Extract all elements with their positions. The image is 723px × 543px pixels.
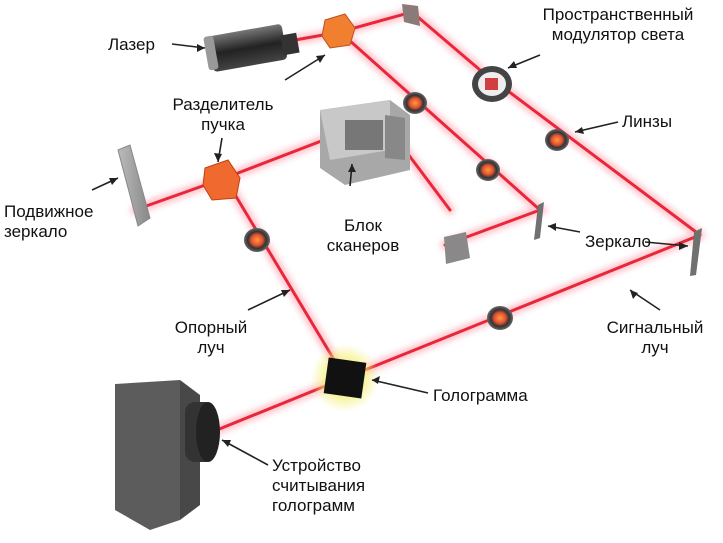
label-hologram: Голограмма: [433, 386, 528, 405]
lens-1: [403, 92, 427, 114]
label-laser: Лазер: [108, 35, 155, 54]
mirror-small-1: [444, 232, 470, 264]
top-beam-splitter: [321, 13, 356, 49]
arrow-hologram: [371, 379, 429, 394]
spatial-light-modulator: [472, 66, 512, 102]
scanner-block: [320, 100, 410, 185]
movable-mirror: [117, 144, 151, 227]
hologram-crystal: [311, 344, 379, 412]
label-slm: Пространственный модулятор света: [542, 5, 694, 44]
label-movable-mirror: Подвижное зеркало: [4, 202, 94, 241]
mirror-small-2: [534, 202, 544, 240]
mirror-right: [690, 228, 702, 276]
label-lenses: Линзы: [622, 112, 673, 131]
label-beam-splitter: Разделитель пучка: [172, 95, 274, 134]
arrow-heads: [109, 44, 688, 447]
beam-core: [133, 10, 702, 447]
label-reader: Устройство считывания голограмм: [272, 456, 366, 515]
arrow-reader: [221, 439, 269, 466]
laser-beams: [130, 6, 705, 450]
beam-splitter: [202, 159, 241, 201]
lens-4: [244, 228, 270, 252]
lens-5: [487, 306, 513, 330]
top-mirror: [402, 4, 420, 26]
lens-3: [545, 129, 569, 151]
hologram-reader: [115, 380, 220, 530]
label-signal-beam: Сигнальный луч: [606, 318, 704, 357]
lens-set: [244, 92, 569, 330]
label-reference-beam: Опорный луч: [174, 318, 248, 357]
laser-device: [203, 24, 300, 72]
label-scanner-block: Блок сканеров: [326, 216, 400, 255]
lens-2: [476, 159, 500, 181]
label-mirror: Зеркало: [585, 232, 652, 251]
